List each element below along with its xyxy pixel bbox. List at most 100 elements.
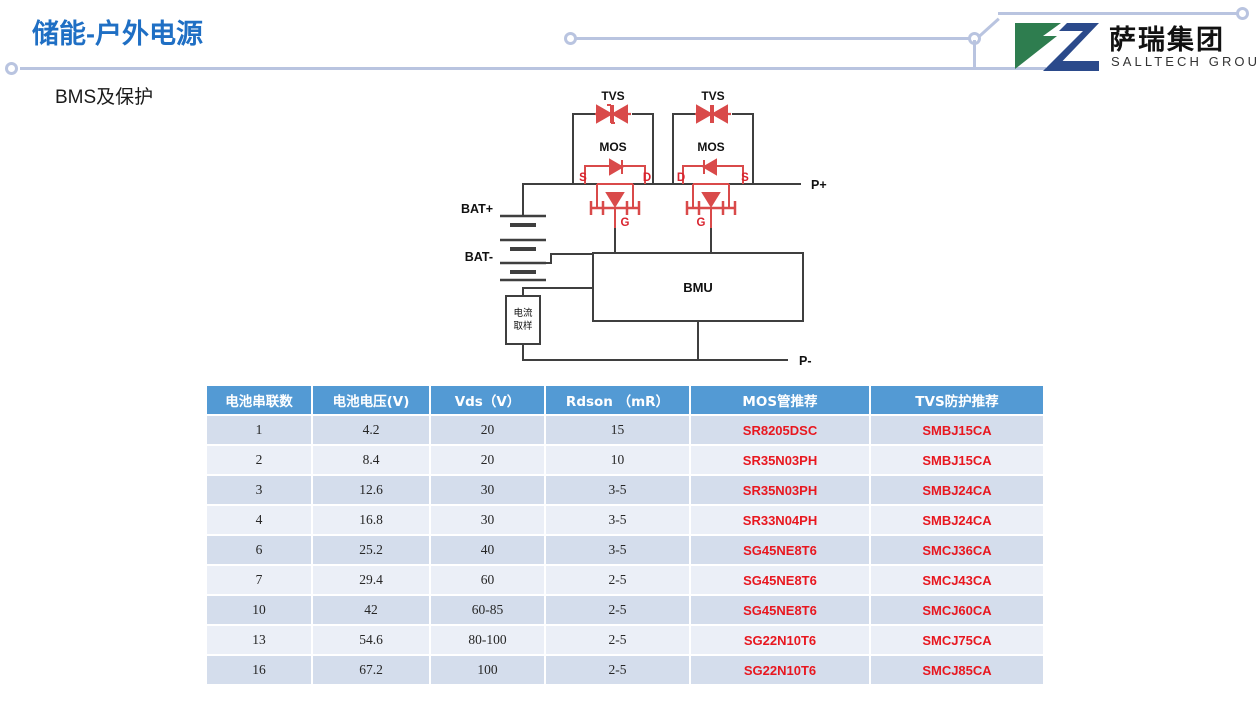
circuit-label-bat-minus: BAT- (465, 250, 493, 264)
table-cell: 13 (207, 625, 313, 656)
table-cell: 42 (312, 595, 431, 626)
circuit-label-p-plus: P+ (811, 178, 827, 192)
header-trace-lower (20, 67, 1046, 70)
cell-mos-part: SG22N10T6 (690, 655, 871, 686)
circuit-label-bat-plus: BAT+ (461, 202, 493, 216)
table-cell: 10 (545, 445, 691, 476)
cell-tvs-part: SMBJ24CA (870, 505, 1043, 536)
circuit-label-bmu: BMU (683, 280, 713, 295)
logo-name-en: SALLTECH GROUP (1111, 54, 1257, 69)
cell-mos-part: SG22N10T6 (690, 625, 871, 656)
cell-tvs-part: SMCJ36CA (870, 535, 1043, 566)
mos-tvs-selection-table: 电池串联数 电池电压(V) Vds（V） Rdson （mR） MOS管推荐 T… (207, 386, 1043, 686)
table-cell: 3-5 (545, 535, 691, 566)
table-cell: 3-5 (545, 475, 691, 506)
salltech-logo-mark (1015, 23, 1099, 71)
table-cell: 100 (430, 655, 546, 686)
header-node-mid (564, 32, 577, 45)
table-cell: 7 (207, 565, 313, 596)
table-cell: 10 (207, 595, 313, 626)
column-header-voltage: 电池电压(V) (312, 386, 431, 416)
table-cell: 4.2 (312, 415, 431, 446)
table-cell: 40 (430, 535, 546, 566)
circuit-label-right-g: G (697, 217, 706, 229)
column-header-mos: MOS管推荐 (690, 386, 871, 416)
cell-mos-part: SR35N03PH (690, 475, 871, 506)
table-cell: 16 (207, 655, 313, 686)
table-cell: 29.4 (312, 565, 431, 596)
circuit-label-mos-right: MOS (697, 140, 724, 154)
table-cell: 67.2 (312, 655, 431, 686)
circuit-label-tvs-left: TVS (601, 89, 624, 103)
table-cell: 54.6 (312, 625, 431, 656)
table-cell: 2-5 (545, 595, 691, 626)
cell-tvs-part: SMCJ75CA (870, 625, 1043, 656)
cell-tvs-part: SMCJ60CA (870, 595, 1043, 626)
table-cell: 20 (430, 415, 546, 446)
column-header-vds: Vds（V） (430, 386, 546, 416)
table-cell: 3-5 (545, 505, 691, 536)
table-cell: 60-85 (430, 595, 546, 626)
circuit-label-p-minus: P- (799, 354, 812, 368)
circuit-label-shunt-line1: 电流 (513, 307, 533, 319)
table-cell: 30 (430, 475, 546, 506)
cell-mos-part: SR8205DSC (690, 415, 871, 446)
table-cell: 4 (207, 505, 313, 536)
table-cell: 16.8 (312, 505, 431, 536)
cell-mos-part: SG45NE8T6 (690, 565, 871, 596)
circuit-label-shunt-line2: 取样 (513, 320, 532, 332)
table-cell: 15 (545, 415, 691, 446)
header-trace-top (998, 12, 1238, 15)
circuit-label-left-g: G (621, 217, 630, 229)
logo-name-cn: 萨瑞集团 (1109, 25, 1225, 56)
circuit-label-right-s: S (741, 172, 749, 184)
header-trace-diagonal (976, 17, 1000, 39)
header-node-top-right (1236, 7, 1249, 20)
cell-tvs-part: SMBJ24CA (870, 475, 1043, 506)
circuit-label-left-d: D (643, 172, 651, 184)
slide-header: 储能-户外电源 BMS及保护 (0, 0, 1257, 108)
cell-mos-part: SR33N04PH (690, 505, 871, 536)
table-cell: 6 (207, 535, 313, 566)
column-header-rdson: Rdson （mR） (545, 386, 691, 416)
header-trace-vertical (973, 40, 976, 69)
header-node-left (5, 62, 18, 75)
cell-tvs-part: SMBJ15CA (870, 445, 1043, 476)
circuit-label-right-d: D (677, 172, 685, 184)
table-header-row: 电池串联数 电池电压(V) Vds（V） Rdson （mR） MOS管推荐 T… (207, 386, 1043, 416)
table-cell: 3 (207, 475, 313, 506)
table-cell: 8.4 (312, 445, 431, 476)
circuit-label-tvs-right: TVS (701, 89, 724, 103)
table-cell: 60 (430, 565, 546, 596)
header-trace-mid (575, 37, 975, 40)
column-header-tvs: TVS防护推荐 (870, 386, 1043, 416)
table-cell: 2-5 (545, 565, 691, 596)
table-cell: 25.2 (312, 535, 431, 566)
table-cell: 12.6 (312, 475, 431, 506)
circuit-label-left-s: S (579, 172, 587, 184)
table-cell: 20 (430, 445, 546, 476)
company-logo: 萨瑞集团 SALLTECH GROUP (1013, 18, 1257, 80)
page-title: 储能-户外电源 (32, 19, 203, 49)
table-cell: 1 (207, 415, 313, 446)
cell-mos-part: SG45NE8T6 (690, 595, 871, 626)
circuit-label-mos-left: MOS (599, 140, 626, 154)
column-header-cells: 电池串联数 (207, 386, 313, 416)
table-cell: 2-5 (545, 655, 691, 686)
section-subtitle: BMS及保护 (55, 87, 154, 108)
cell-mos-part: SR35N03PH (690, 445, 871, 476)
bms-circuit-diagram: TVS TVS MOS MOS S D G D S G BAT+ BAT- P+… (461, 89, 827, 368)
table-cell: 30 (430, 505, 546, 536)
cell-tvs-part: SMBJ15CA (870, 415, 1043, 446)
cell-mos-part: SG45NE8T6 (690, 535, 871, 566)
table-cell: 80-100 (430, 625, 546, 656)
